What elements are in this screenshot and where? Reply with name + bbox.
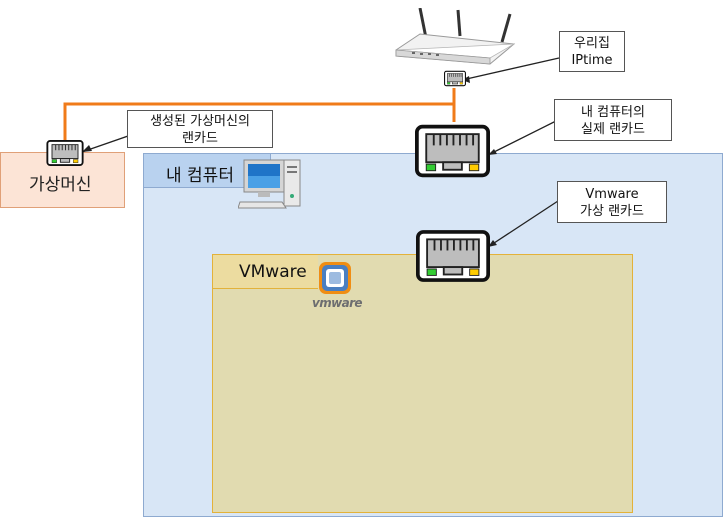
vmware-logo-text: vmware [312, 296, 363, 310]
callout-line: 랜카드 [182, 131, 218, 146]
arrowhead [462, 76, 470, 83]
callout-router: 우리집 IPtime [559, 31, 625, 72]
network-cable [63, 88, 456, 140]
ethernet-port-icon [46, 140, 84, 166]
ethernet-port-icon [415, 124, 490, 178]
callout-vm-nic: 생성된 가상머신의 랜카드 [127, 110, 273, 148]
callout-line: 실제 랜카드 [581, 122, 645, 137]
callout-line: IPtime [571, 53, 613, 68]
callout-pc-nic: 내 컴퓨터의 실제 랜카드 [554, 99, 672, 141]
callout-line: 우리집 [574, 36, 610, 51]
desktop-computer-icon [238, 159, 301, 209]
callout-line: 가상 랜카드 [580, 204, 644, 219]
callout-line: 내 컴퓨터의 [581, 105, 645, 120]
pointer-pc-nic [487, 120, 557, 156]
callout-vmware-nic: Vmware 가상 랜카드 [557, 181, 667, 223]
callout-line: 생성된 가상머신의 [150, 114, 250, 129]
ethernet-port-icon [444, 70, 466, 87]
arrowhead [82, 145, 92, 152]
pointer-router [461, 57, 560, 81]
vmware-label: VMware [212, 254, 318, 289]
ethernet-port-icon [416, 230, 490, 282]
vmware-logo-icon [319, 262, 351, 294]
router-icon [395, 8, 516, 65]
vmware-container [212, 254, 633, 513]
pointer-vmware-nic [487, 200, 559, 248]
arrowhead [488, 240, 497, 247]
arrowhead [488, 149, 497, 155]
callout-line: Vmware [585, 187, 639, 202]
